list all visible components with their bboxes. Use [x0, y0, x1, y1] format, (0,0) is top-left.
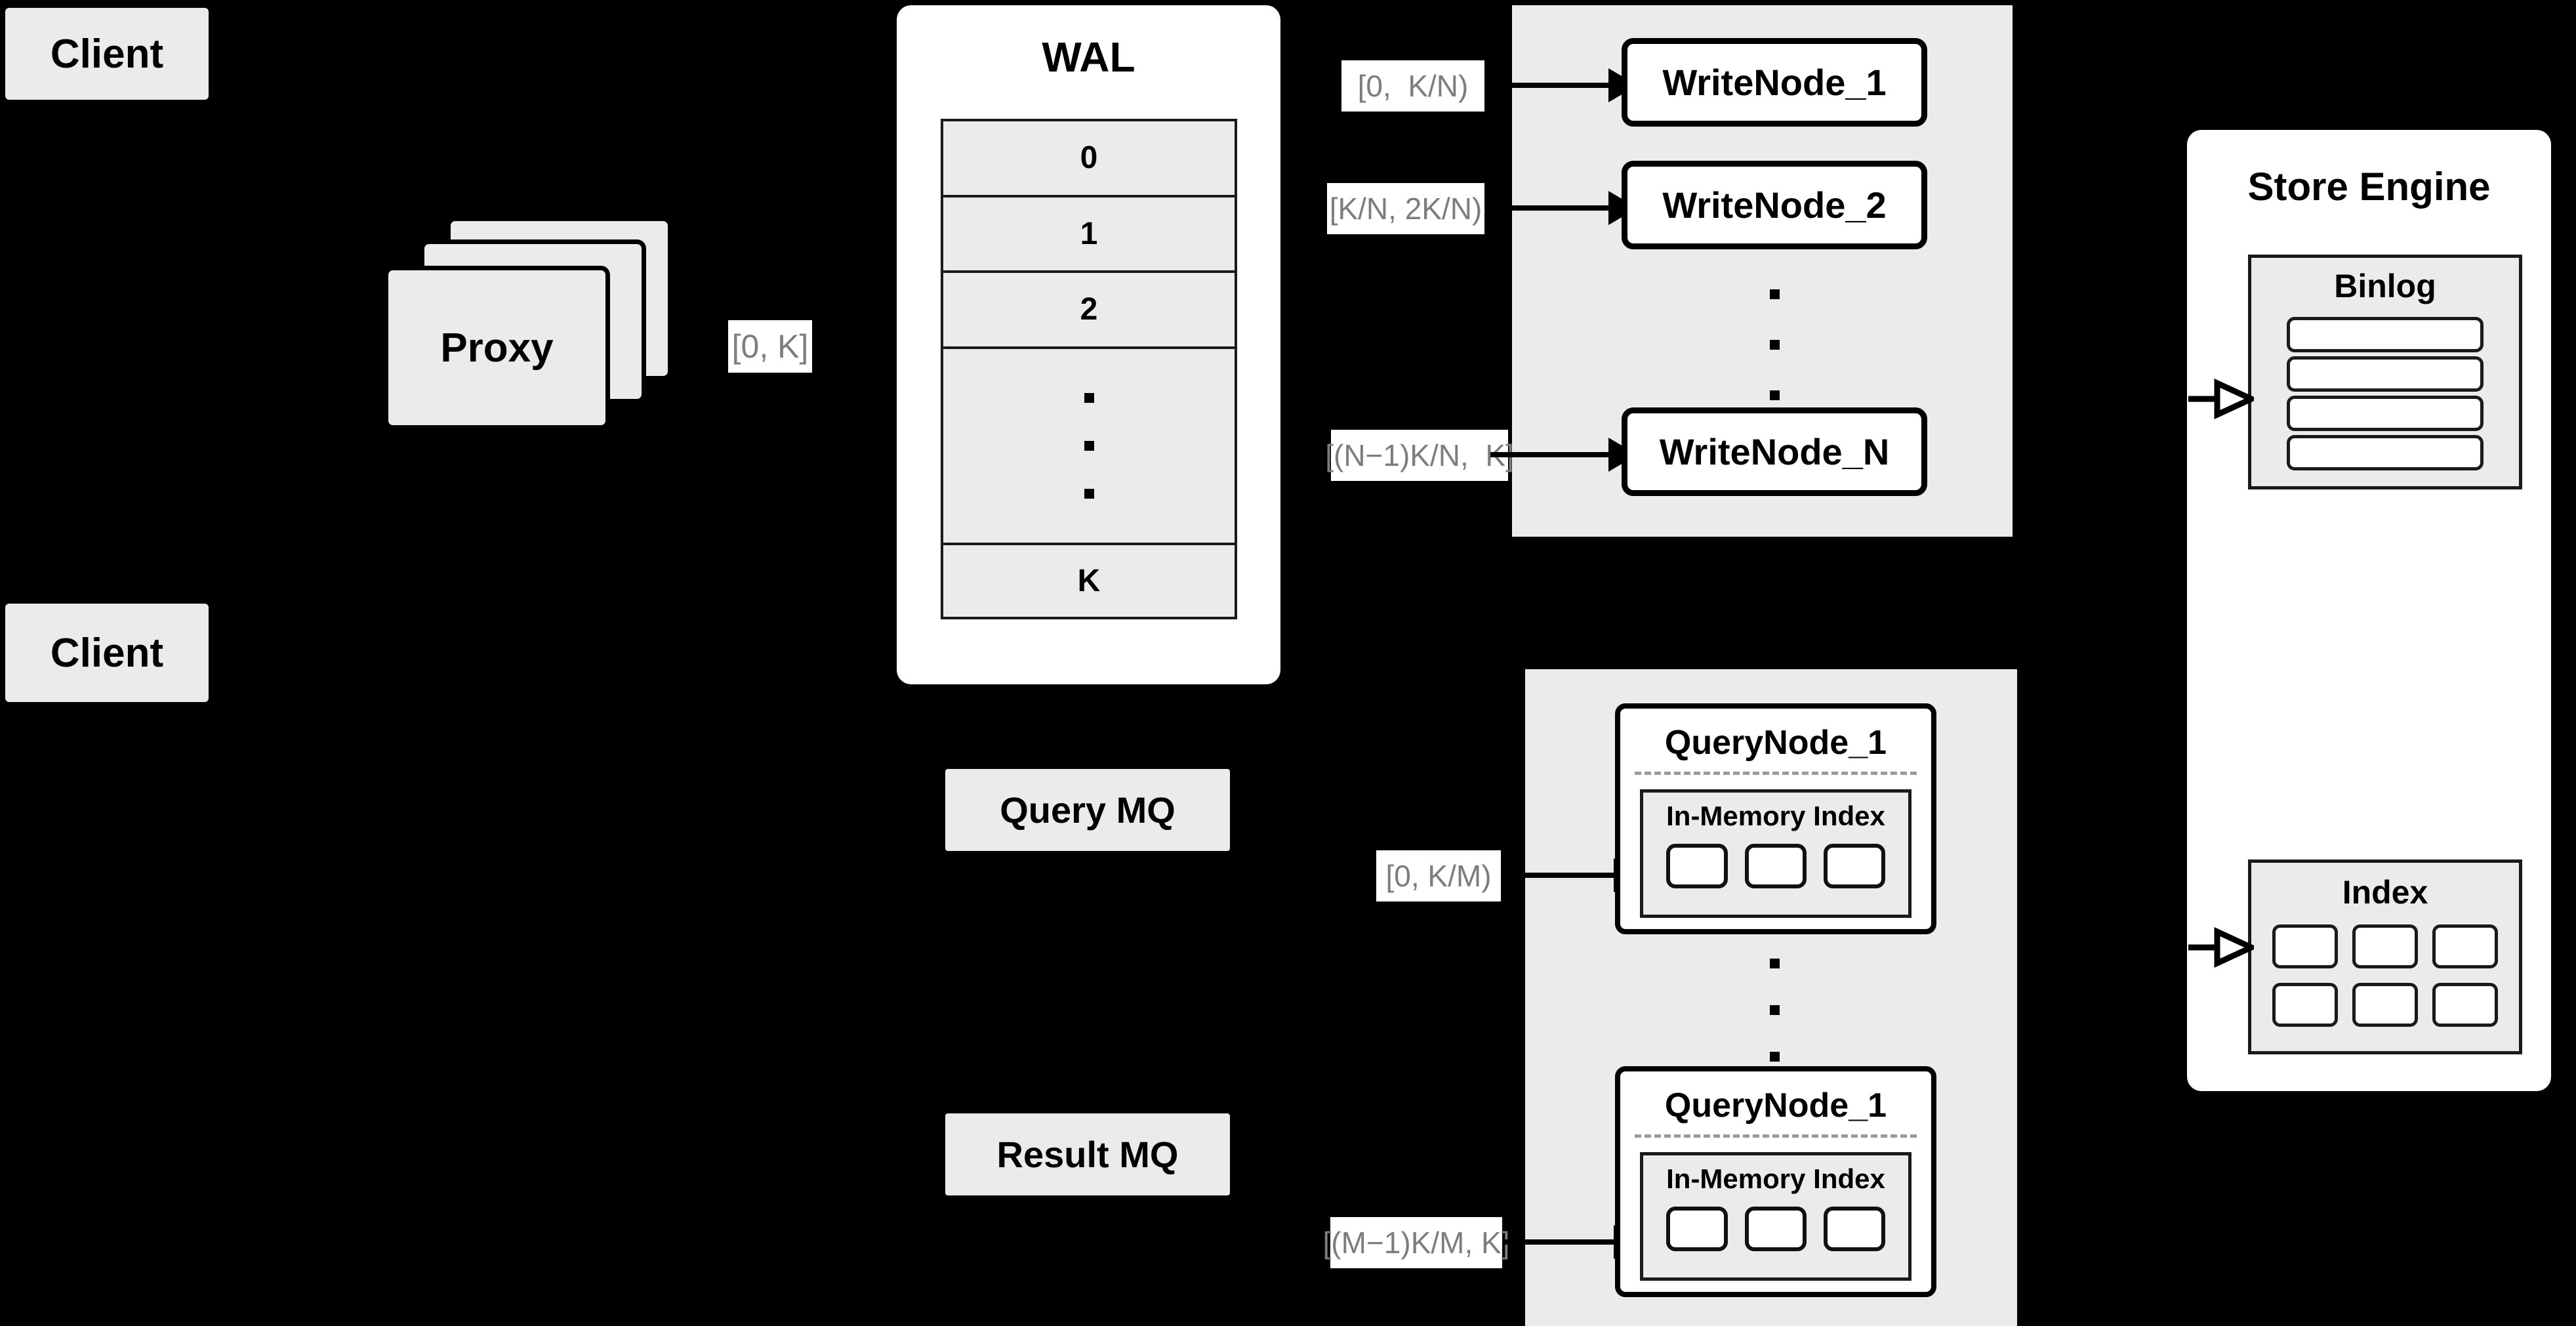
query-node-1: QueryNode_1 In-Memory Index — [1615, 703, 1936, 934]
result-mq-box: Result MQ — [945, 1113, 1230, 1195]
index-chip — [1745, 1207, 1807, 1251]
index-title: Index — [2342, 874, 2428, 911]
index-chip — [1745, 844, 1807, 888]
in-memory-index-title: In-Memory Index — [1666, 800, 1885, 831]
arrow-line-write-n — [1490, 452, 1608, 457]
binlog-title: Binlog — [2334, 268, 2436, 304]
binlog-slot — [2287, 396, 2484, 431]
wal-row: 2 — [943, 273, 1235, 349]
query-node-2-in-memory-index: In-Memory Index — [1640, 1152, 1912, 1281]
in-memory-index-title: In-Memory Index — [1666, 1163, 1885, 1194]
query-node-1-range-label: [0, K/M) — [1376, 850, 1501, 901]
write-node-1-range-label: [0, K/N) — [1341, 60, 1484, 112]
query-node-1-title: QueryNode_1 — [1664, 724, 1887, 762]
client-label-2: Client — [50, 630, 164, 676]
query-node-1-in-memory-index: In-Memory Index — [1640, 789, 1912, 918]
query-mq-box: Query MQ — [945, 769, 1230, 851]
open-arrow-icon — [2188, 378, 2254, 420]
wal-row-ellipsis — [943, 349, 1235, 546]
index-slot — [2432, 924, 2498, 968]
index-chip — [1824, 1207, 1885, 1251]
query-node-2: QueryNode_1 In-Memory Index — [1615, 1066, 1936, 1297]
index-slot — [2272, 924, 2338, 968]
client-box-1: Client — [5, 8, 209, 100]
index-slot — [2432, 983, 2498, 1027]
binlog-slot — [2287, 356, 2484, 392]
query-cluster-ellipsis — [1758, 946, 1791, 1074]
write-node-2-range-label: [K/N, 2K/N) — [1327, 183, 1484, 234]
write-node-n-range-label: [(N−1)K/N, K] — [1325, 430, 1514, 481]
write-node-2: WriteNode_2 — [1622, 161, 1927, 249]
wal-row: K — [1077, 564, 1101, 599]
binlog-slot — [2287, 435, 2484, 470]
proxy-label: Proxy — [440, 325, 554, 371]
arrow-line-write-2 — [1490, 205, 1608, 211]
arrow-to-binlog — [2188, 373, 2254, 425]
write-node-1: WriteNode_1 — [1622, 38, 1927, 127]
query-node-2-title: QueryNode_1 — [1664, 1087, 1887, 1125]
query-node-2-range-label: [(M−1)K/M, K] — [1323, 1217, 1510, 1268]
index-chip — [1824, 844, 1885, 888]
write-node-n: WriteNode_N — [1622, 407, 1927, 496]
result-mq-label: Result MQ — [996, 1134, 1179, 1175]
binlog-box: Binlog — [2248, 255, 2522, 489]
proxy-output-range-label: [0, K] — [728, 320, 812, 373]
wal-row: 1 — [943, 197, 1235, 274]
wal-table: 0 1 2 K — [941, 119, 1237, 619]
index-slot — [2272, 983, 2338, 1027]
wal-title: WAL — [1042, 33, 1135, 81]
index-slot — [2352, 924, 2418, 968]
index-slot — [2352, 983, 2418, 1027]
index-box: Index — [2248, 860, 2522, 1054]
arrow-line-query-2 — [1502, 1239, 1614, 1245]
client-box-2: Client — [5, 604, 209, 702]
arrow-line-write-1 — [1490, 83, 1608, 88]
query-node-1-divider — [1635, 772, 1917, 775]
write-cluster-ellipsis — [1758, 276, 1791, 413]
query-mq-label: Query MQ — [1000, 789, 1176, 831]
arrow-line-query-1 — [1502, 873, 1614, 878]
wal-row: 0 — [943, 121, 1235, 197]
binlog-slot — [2287, 317, 2484, 352]
index-chip — [1666, 1207, 1728, 1251]
store-engine-title: Store Engine — [2247, 165, 2491, 209]
arrow-to-index — [2188, 921, 2254, 974]
open-arrow-icon — [2188, 926, 2254, 968]
query-node-2-divider — [1635, 1134, 1917, 1138]
client-label-1: Client — [50, 31, 164, 77]
proxy-card-front: Proxy — [384, 266, 610, 430]
index-chip — [1666, 844, 1728, 888]
